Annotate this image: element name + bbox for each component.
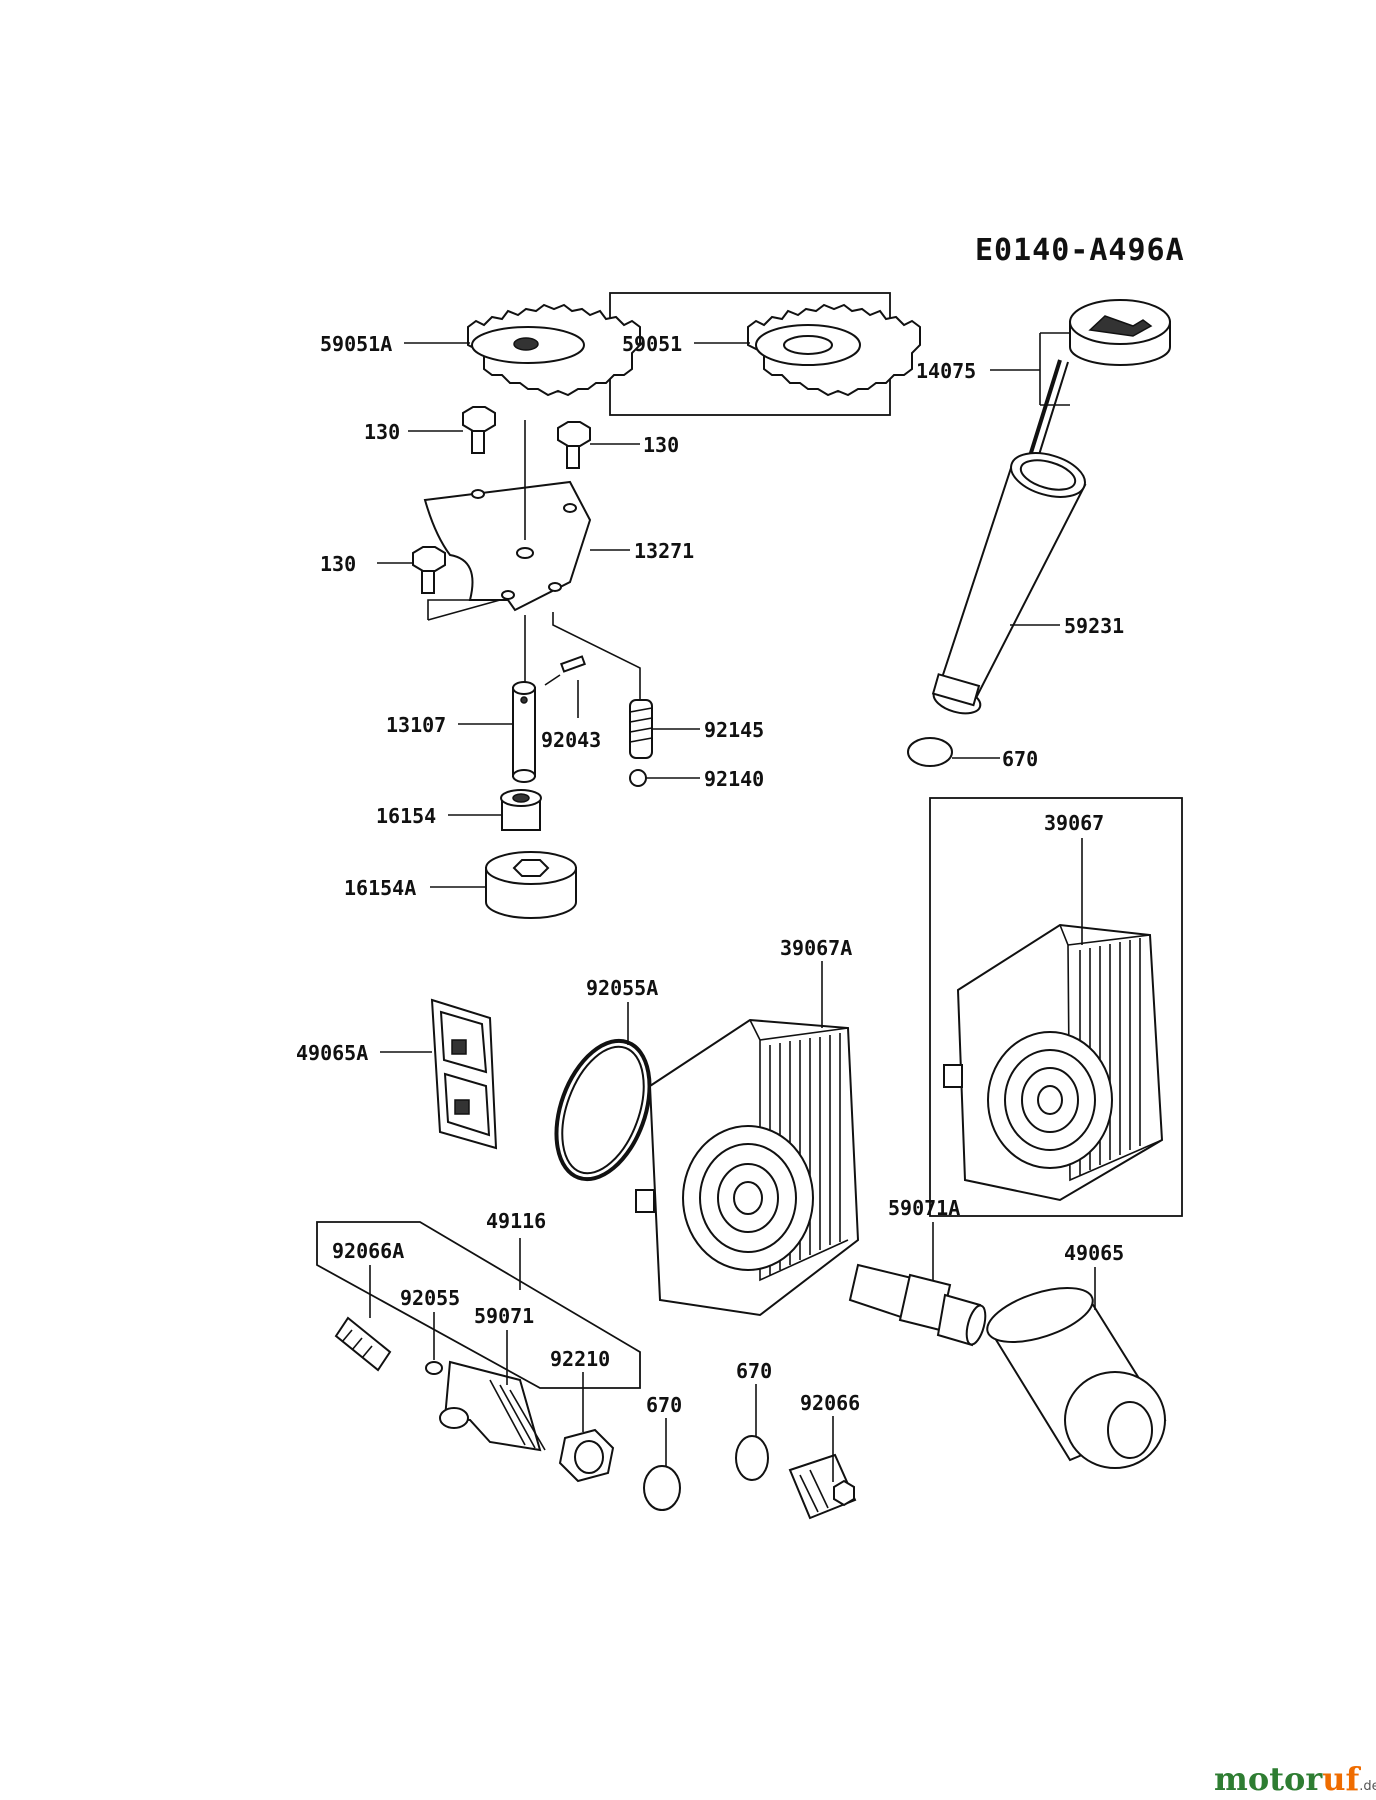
box-49116 — [316, 1221, 641, 1389]
label-13107: 13107 — [386, 713, 446, 737]
spring-92145-drawing — [629, 699, 653, 759]
nut-92210-drawing — [558, 1428, 615, 1483]
label-59051: 59051 — [622, 332, 682, 356]
label-130a: 130 — [364, 420, 400, 444]
label-49065: 49065 — [1064, 1241, 1124, 1265]
label-59051a: 59051A — [320, 332, 392, 356]
diagram-code: E0140-A496A — [975, 233, 1185, 268]
label-16154: 16154 — [376, 804, 436, 828]
box-39067 — [929, 797, 1183, 1217]
bolt-130b-drawing — [557, 421, 591, 469]
label-670c: 670 — [736, 1359, 772, 1383]
bolt-130a-drawing — [462, 406, 496, 454]
label-49065a: 49065A — [296, 1041, 368, 1065]
ball-92140-drawing — [629, 769, 647, 787]
dipstick-14075-drawing — [1008, 299, 1171, 523]
plug-92066-drawing — [788, 1453, 857, 1520]
gear-59051a-drawing — [467, 303, 641, 397]
label-670a: 670 — [1002, 747, 1038, 771]
cooler-39067a-drawing — [635, 1018, 860, 1317]
watermark-suffix: .de — [1359, 1779, 1376, 1794]
oring-92055a-drawing — [554, 1038, 652, 1182]
pin-92043-drawing — [560, 655, 586, 673]
bolt-130c-drawing — [412, 546, 446, 594]
label-670b: 670 — [646, 1393, 682, 1417]
label-39067: 39067 — [1044, 811, 1104, 835]
label-14075: 14075 — [916, 359, 976, 383]
label-59231: 59231 — [1064, 614, 1124, 638]
label-92140: 92140 — [704, 767, 764, 791]
fitting-59071a-drawing — [848, 1263, 987, 1347]
filter-49065-drawing — [986, 1287, 1167, 1469]
filler-tube-59231-drawing — [931, 452, 1087, 715]
label-39067a: 39067A — [780, 936, 852, 960]
label-92145: 92145 — [704, 718, 764, 742]
label-92055: 92055 — [400, 1286, 460, 1310]
oring-670b-drawing — [643, 1465, 681, 1511]
label-16154a: 16154A — [344, 876, 416, 900]
label-59071a: 59071A — [888, 1196, 960, 1220]
label-92210: 92210 — [550, 1347, 610, 1371]
rotor-16154-drawing — [500, 789, 542, 831]
watermark-logo: motoruf.de — [1214, 1760, 1376, 1798]
strainer-49065a-drawing — [430, 998, 498, 1150]
watermark-part1: motor — [1214, 1760, 1323, 1798]
label-130b: 130 — [643, 433, 679, 457]
shaft-13107-drawing — [512, 681, 536, 783]
plug-92066a-drawing — [334, 1316, 392, 1372]
label-92043: 92043 — [541, 728, 601, 752]
label-92066: 92066 — [800, 1391, 860, 1415]
label-92066a: 92066A — [332, 1239, 404, 1263]
oring-92055-drawing — [425, 1361, 443, 1375]
gear-59051-drawing — [747, 303, 921, 397]
label-49116: 49116 — [486, 1209, 546, 1233]
leader-lines — [369, 332, 1096, 1482]
label-59071: 59071 — [474, 1304, 534, 1328]
label-13271: 13271 — [634, 539, 694, 563]
rotor-16154a-drawing — [485, 851, 577, 919]
plate-13271-drawing — [423, 480, 592, 612]
label-92055a: 92055A — [586, 976, 658, 1000]
watermark-part2: uf — [1322, 1760, 1361, 1798]
oring-670c-drawing — [735, 1435, 769, 1481]
cooler-39067-drawing — [943, 923, 1164, 1202]
oring-670a-drawing — [907, 737, 953, 767]
svg-text:motoruf.de: motoruf.de — [1214, 1760, 1376, 1798]
elbow-59071-drawing — [439, 1360, 546, 1452]
label-130c: 130 — [320, 552, 356, 576]
